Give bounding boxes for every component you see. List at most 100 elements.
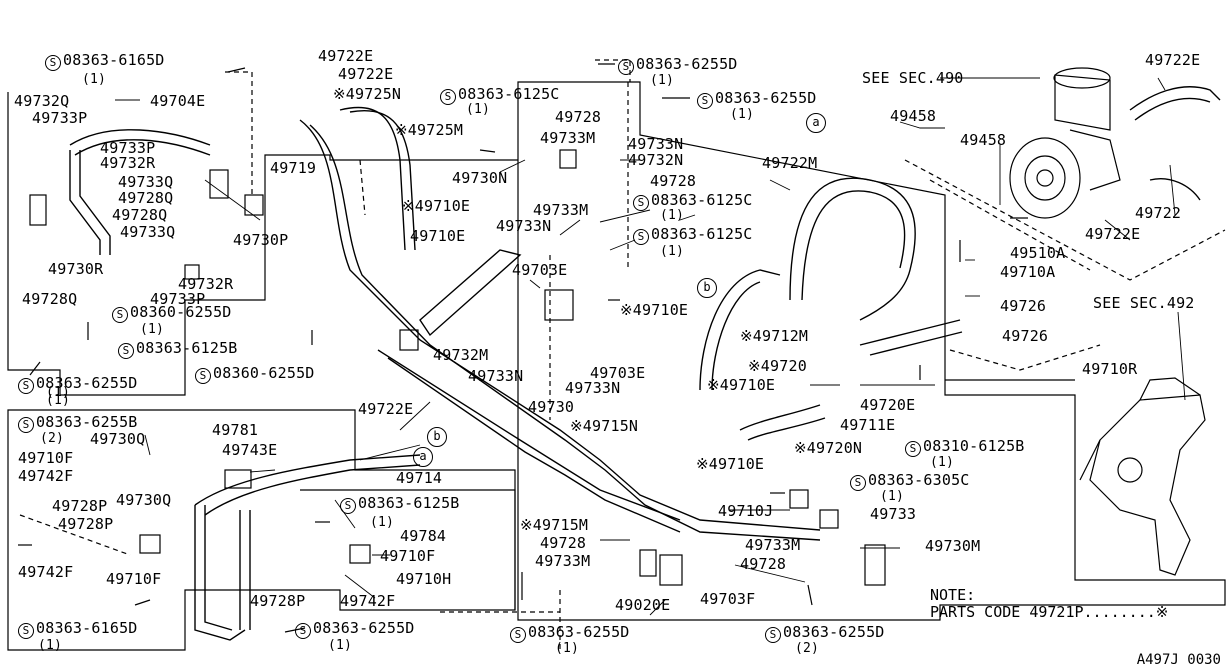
part-number-text: 49710E <box>410 227 466 245</box>
part-label: 49728P <box>52 498 107 514</box>
part-number-text: 49732Q <box>14 92 70 110</box>
part-number-text: 49733N <box>628 135 684 153</box>
part-number-text: 49728Q <box>118 189 174 207</box>
part-number-text: 49732N <box>628 151 684 169</box>
quantity-label: (1) <box>660 244 684 260</box>
standard-part-icon: S <box>18 623 34 639</box>
part-label: ※49710E <box>620 302 688 318</box>
part-number-text: (1) <box>38 638 63 653</box>
part-label: 49742F <box>18 564 73 580</box>
part-label: 49722E <box>1085 226 1140 242</box>
part-number-text: 08363-6165D <box>63 51 165 69</box>
part-label: 49703E <box>512 262 567 278</box>
part-number-text: 49703E <box>590 364 646 382</box>
part-label: 49733N <box>565 380 620 396</box>
part-label: 49733 <box>870 506 916 522</box>
part-label: ※49725M <box>395 122 463 138</box>
standard-part-icon: S <box>118 343 134 359</box>
part-number-text: 08363-6125C <box>651 191 753 209</box>
part-number-text: 49720E <box>860 396 916 414</box>
part-label: 49733Q <box>120 224 175 240</box>
part-label: ※49712M <box>740 328 808 344</box>
ref-b-marker-lower: b <box>427 427 447 447</box>
part-label: 49784 <box>400 528 446 544</box>
part-label: 49732M <box>433 347 488 363</box>
part-number-text: 08363-6255B <box>36 413 138 431</box>
part-label: 49714 <box>396 470 442 486</box>
part-number-text: 49722E <box>1085 225 1141 243</box>
part-number-text: 49722E <box>358 400 414 418</box>
part-number-text: (1) <box>328 638 353 653</box>
part-label: 49730Q <box>116 492 171 508</box>
part-label: 49703F <box>700 591 755 607</box>
quantity-label: (2) <box>795 641 819 657</box>
part-number-text: (1) <box>82 72 107 87</box>
quantity-label: (1) <box>46 393 70 409</box>
part-label: 49728Q <box>112 207 167 223</box>
standard-part-icon: S <box>295 623 311 639</box>
part-label: 49722 <box>1135 205 1181 221</box>
part-number-text: 49733M <box>533 201 589 219</box>
part-number-text: (1) <box>466 102 491 117</box>
part-number-text: (2) <box>40 431 65 446</box>
part-number-text: 49458 <box>960 131 1007 149</box>
part-label: 49732N <box>628 152 683 168</box>
part-label: 49733M <box>745 537 800 553</box>
standard-part-icon: S <box>112 307 128 323</box>
part-label: 49781 <box>212 422 258 438</box>
part-label: 49733P <box>150 291 205 307</box>
standard-part-icon: S <box>45 55 61 71</box>
steering-gear <box>1079 377 1206 576</box>
part-number-text: (1) <box>660 244 685 259</box>
part-number-text: 49458 <box>890 107 937 125</box>
part-number-text: 08363-6125B <box>358 494 460 512</box>
part-number-text: 49730P <box>233 231 289 249</box>
part-number-text: ※49715M <box>520 516 589 534</box>
quantity-label: (1) <box>370 515 394 531</box>
part-number-text: 49732M <box>433 346 489 364</box>
part-label: 49710F <box>380 548 435 564</box>
ref-a-marker-lower: a <box>413 447 433 467</box>
standard-part-icon: S <box>18 417 34 433</box>
part-label: 49733M <box>540 130 595 146</box>
part-number-text: SEE SEC.492 <box>1093 294 1195 312</box>
part-number-text: 49728Q <box>22 290 78 308</box>
part-label: ※49725N <box>333 86 401 102</box>
part-number-text: 49730M <box>925 537 981 555</box>
part-label: 49730N <box>452 170 507 186</box>
part-number-text: 49020E <box>615 596 671 614</box>
ref-b-marker: b <box>697 278 717 298</box>
part-label: 49510A <box>1010 245 1065 261</box>
note-block: NOTE: PARTS CODE 49721P........※ <box>930 587 1168 621</box>
part-number-text: 49719 <box>270 159 317 177</box>
part-number-text: 08360-6255D <box>213 364 315 382</box>
standard-part-icon: S <box>765 627 781 643</box>
part-label: 49722E <box>318 48 373 64</box>
part-number-text: (2) <box>795 641 820 656</box>
ref-a-label: a <box>812 115 820 129</box>
part-number-text: ※49710E <box>696 455 765 473</box>
quantity-label: (1) <box>140 322 164 338</box>
part-number-text: 49733M <box>535 552 591 570</box>
note-text: PARTS CODE 49721P........※ <box>930 603 1169 621</box>
part-number-text: 49732R <box>100 154 156 172</box>
part-number-text: 49710A <box>1000 263 1056 281</box>
part-number-text: 49733P <box>100 139 156 157</box>
part-number-text: 08363-6125C <box>458 85 560 103</box>
standard-part-icon: S <box>905 441 921 457</box>
quantity-label: (1) <box>880 489 904 505</box>
quantity-label: (1) <box>328 638 352 654</box>
part-label: 49730 <box>528 399 574 415</box>
part-label: ※49710E <box>696 456 764 472</box>
part-number-text: (1) <box>880 489 905 504</box>
part-number-text: 49510A <box>1010 244 1066 262</box>
part-number-text: (1) <box>930 455 955 470</box>
part-number-text: 08363-6255D <box>715 89 817 107</box>
quantity-label: (1) <box>82 72 106 88</box>
part-label: ※49720N <box>794 440 862 456</box>
part-number-text: 49710R <box>1082 360 1138 378</box>
part-label: 49704E <box>150 93 205 109</box>
